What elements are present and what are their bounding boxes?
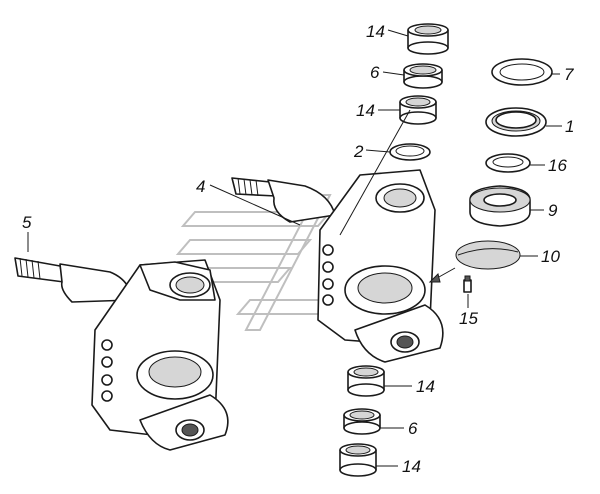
ring-16 [485,153,531,173]
shim-7 [491,58,553,86]
callout-14-top: 14 [366,22,385,41]
callout-15: 15 [459,309,478,328]
seal-1 [485,107,547,137]
needle-bearing-14-third [347,365,385,397]
leader-lines [27,29,562,467]
steering-knuckle-left [14,257,229,451]
callout-14-bottom: 14 [402,457,421,476]
callout-10: 10 [541,247,560,266]
grease-fitting-15 [463,275,472,293]
callout-14-second: 14 [356,101,375,120]
callout-2: 2 [353,142,364,161]
seal-ring-6-top [403,63,443,89]
callout-5: 5 [22,213,32,232]
washer-2 [389,143,431,161]
callout-7: 7 [564,65,574,84]
callout-4: 4 [196,177,205,196]
needle-bearing-14-bottom [339,443,377,477]
callout-14-third: 14 [416,377,435,396]
callout-6-top: 6 [370,63,380,82]
steering-knuckle-right [231,169,444,363]
seal-ring-6-bottom [343,408,381,435]
callout-6-bottom: 6 [408,419,418,438]
thrust-bearing-9 [469,185,531,227]
callout-16: 16 [548,156,567,175]
needle-bearing-14-second [399,95,437,125]
cover-10 [455,240,521,270]
callout-labels: 14 6 14 2 4 5 7 1 16 9 10 15 14 6 14 [22,22,574,476]
callout-9: 9 [548,201,558,220]
needle-bearing-14-top [407,23,449,55]
callout-1: 1 [565,117,574,136]
